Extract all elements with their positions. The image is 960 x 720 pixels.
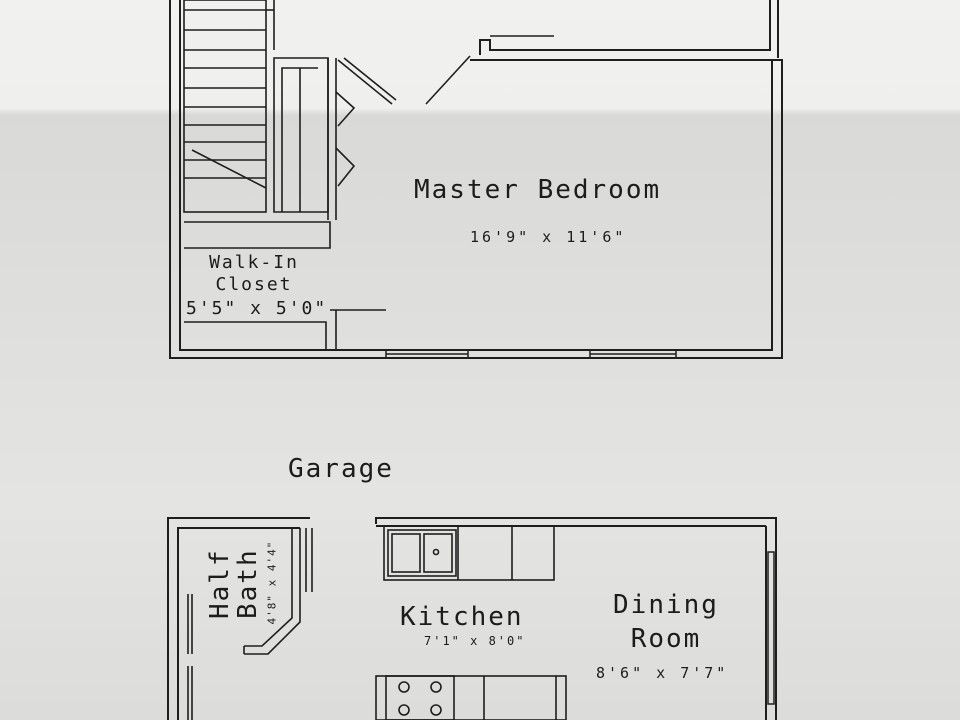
kitchen-sink: [387, 529, 457, 577]
upper-west-wall: [169, 0, 783, 359]
kitchen-range: [375, 675, 567, 720]
half-bath-outer-wall: [167, 517, 310, 720]
bedroom-windows: [385, 349, 677, 359]
walk-in-closet-dimensions: 5'5" x 5'0": [186, 298, 328, 319]
half-bath-fixtures: [187, 528, 313, 720]
upper-floor-plan: [169, 0, 783, 359]
master-bedroom-dimensions: 16'9" x 11'6": [470, 228, 627, 246]
dining-room-label-line2: Room: [630, 624, 702, 654]
master-bedroom-label: Master Bedroom: [414, 175, 662, 205]
upper-north-right-wall: [479, 0, 771, 55]
upper-west-wall-inner: [179, 0, 773, 351]
kitchen-counter: [383, 525, 555, 581]
walk-in-closet-label-line2: Closet: [215, 274, 293, 295]
half-bath-label-line1: Half: [205, 548, 235, 619]
linen-closet: [273, 57, 337, 220]
kitchen-dimensions: 7'1" x 8'0": [424, 634, 526, 648]
closet-bifold-doors: [335, 91, 356, 187]
half-bath-label-line2: Bath: [233, 548, 263, 619]
dining-room-dimensions: 8'6" x 7'7": [596, 664, 729, 682]
half-bath-dimensions: 4'8" x 4'4": [265, 540, 279, 625]
dining-east-window: [767, 551, 775, 705]
dining-room-label-line1: Dining: [613, 590, 719, 620]
walk-in-closet-walls: [184, 221, 386, 350]
garage-label: Garage: [288, 454, 394, 484]
lower-floor-plan: [167, 517, 777, 720]
kitchen-label: Kitchen: [400, 602, 524, 632]
staircase: [183, 0, 275, 213]
bedroom-door-swings: [337, 35, 554, 105]
walk-in-closet-label-line1: Walk-In: [209, 252, 299, 273]
half-bath-inner-wall: [177, 527, 300, 720]
kitchen-dining-outer-wall: [375, 517, 777, 720]
